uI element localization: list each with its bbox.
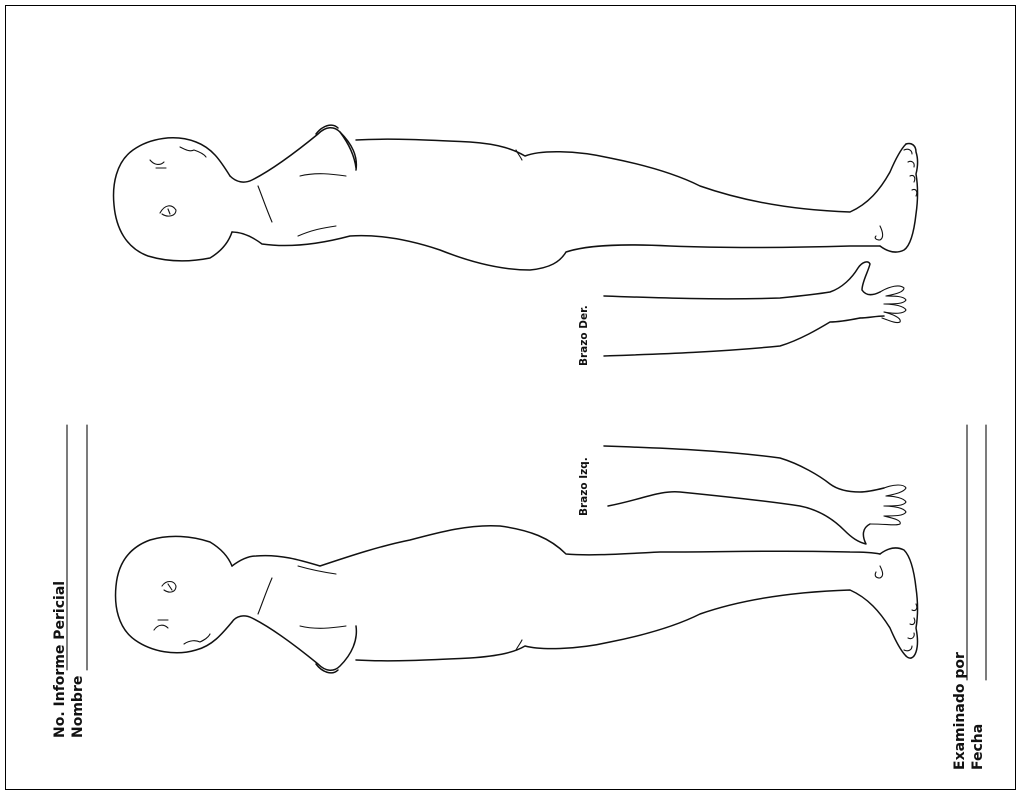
- informe-label: No. Informe Pericial: [52, 581, 68, 738]
- nombre-label: Nombre: [70, 676, 86, 738]
- examinado-label: Examinado por: [952, 652, 968, 770]
- left-arm-label: Brazo Izq.: [578, 457, 590, 516]
- fecha-label: Fecha: [970, 724, 986, 770]
- left-arm-figure: [604, 446, 906, 544]
- right-arm-figure: [604, 262, 906, 356]
- upper-body-figure: [114, 125, 918, 270]
- right-arm-label: Brazo Der.: [578, 305, 590, 366]
- lower-body-figure: [116, 526, 918, 673]
